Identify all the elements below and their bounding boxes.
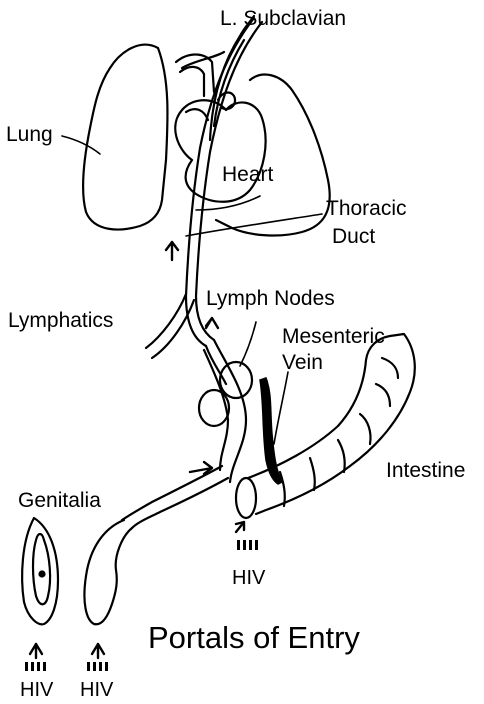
genitalia-label: Genitalia	[18, 490, 101, 511]
arrow-icon	[92, 644, 104, 658]
hiv-intestine-label: HIV	[232, 568, 265, 588]
intestine-fold-2	[310, 458, 315, 490]
intestine-fold-5	[376, 384, 390, 406]
genitalia-female-inner	[33, 534, 50, 604]
lymph-node-lower	[199, 390, 229, 426]
hiv-male-label: HIV	[80, 680, 113, 700]
aortic-arch	[176, 55, 214, 93]
lymph-nodes-leader	[240, 322, 256, 366]
heart-label: Heart	[222, 164, 273, 185]
intestine-fold-6	[382, 358, 398, 378]
subclavian-label: L. Subclavian	[220, 8, 346, 29]
thoracic-label: Thoracic	[326, 198, 407, 219]
lung-label: Lung	[6, 124, 53, 145]
heart-vessel-b	[186, 109, 208, 120]
virus-dots-icon	[25, 662, 46, 671]
left-lung	[83, 45, 167, 230]
lymphatics-vessel	[146, 294, 186, 348]
right-lung	[216, 75, 330, 236]
duct-label: Duct	[332, 226, 375, 247]
genital-lymphatic-inner	[132, 478, 228, 528]
lung-leader	[62, 136, 100, 154]
mesenteric-leader	[274, 372, 288, 444]
duct-lower	[214, 340, 246, 482]
intestine-fold-3	[338, 440, 345, 472]
virus-dots-icon	[87, 662, 108, 671]
intestine-fold-1	[280, 472, 285, 506]
heart	[175, 100, 265, 202]
lymph-nodes-label: Lymph Nodes	[206, 288, 335, 309]
mesenteric-label: Mesenteric	[282, 326, 385, 347]
mesenteric-vein	[260, 378, 282, 484]
arrow-icon	[236, 522, 244, 532]
virus-dots-icon	[237, 540, 258, 550]
lymphatics-label: Lymphatics	[8, 310, 113, 331]
arrow-icon	[30, 644, 42, 658]
intestine-fold-4	[360, 414, 371, 444]
genitalia-female-dot	[40, 572, 45, 577]
vein-label: Vein	[282, 352, 323, 373]
arrow-icon	[166, 242, 178, 260]
aortic-arch-inner	[180, 67, 204, 96]
diagram-title: Portals of Entry	[148, 622, 360, 653]
arrow-icon	[206, 318, 218, 328]
genital-lymphatic	[122, 466, 222, 520]
intestine-opening	[236, 478, 256, 518]
hiv-female-label: HIV	[20, 680, 53, 700]
genitalia-male	[84, 520, 132, 624]
intestine-label: Intestine	[386, 460, 465, 481]
